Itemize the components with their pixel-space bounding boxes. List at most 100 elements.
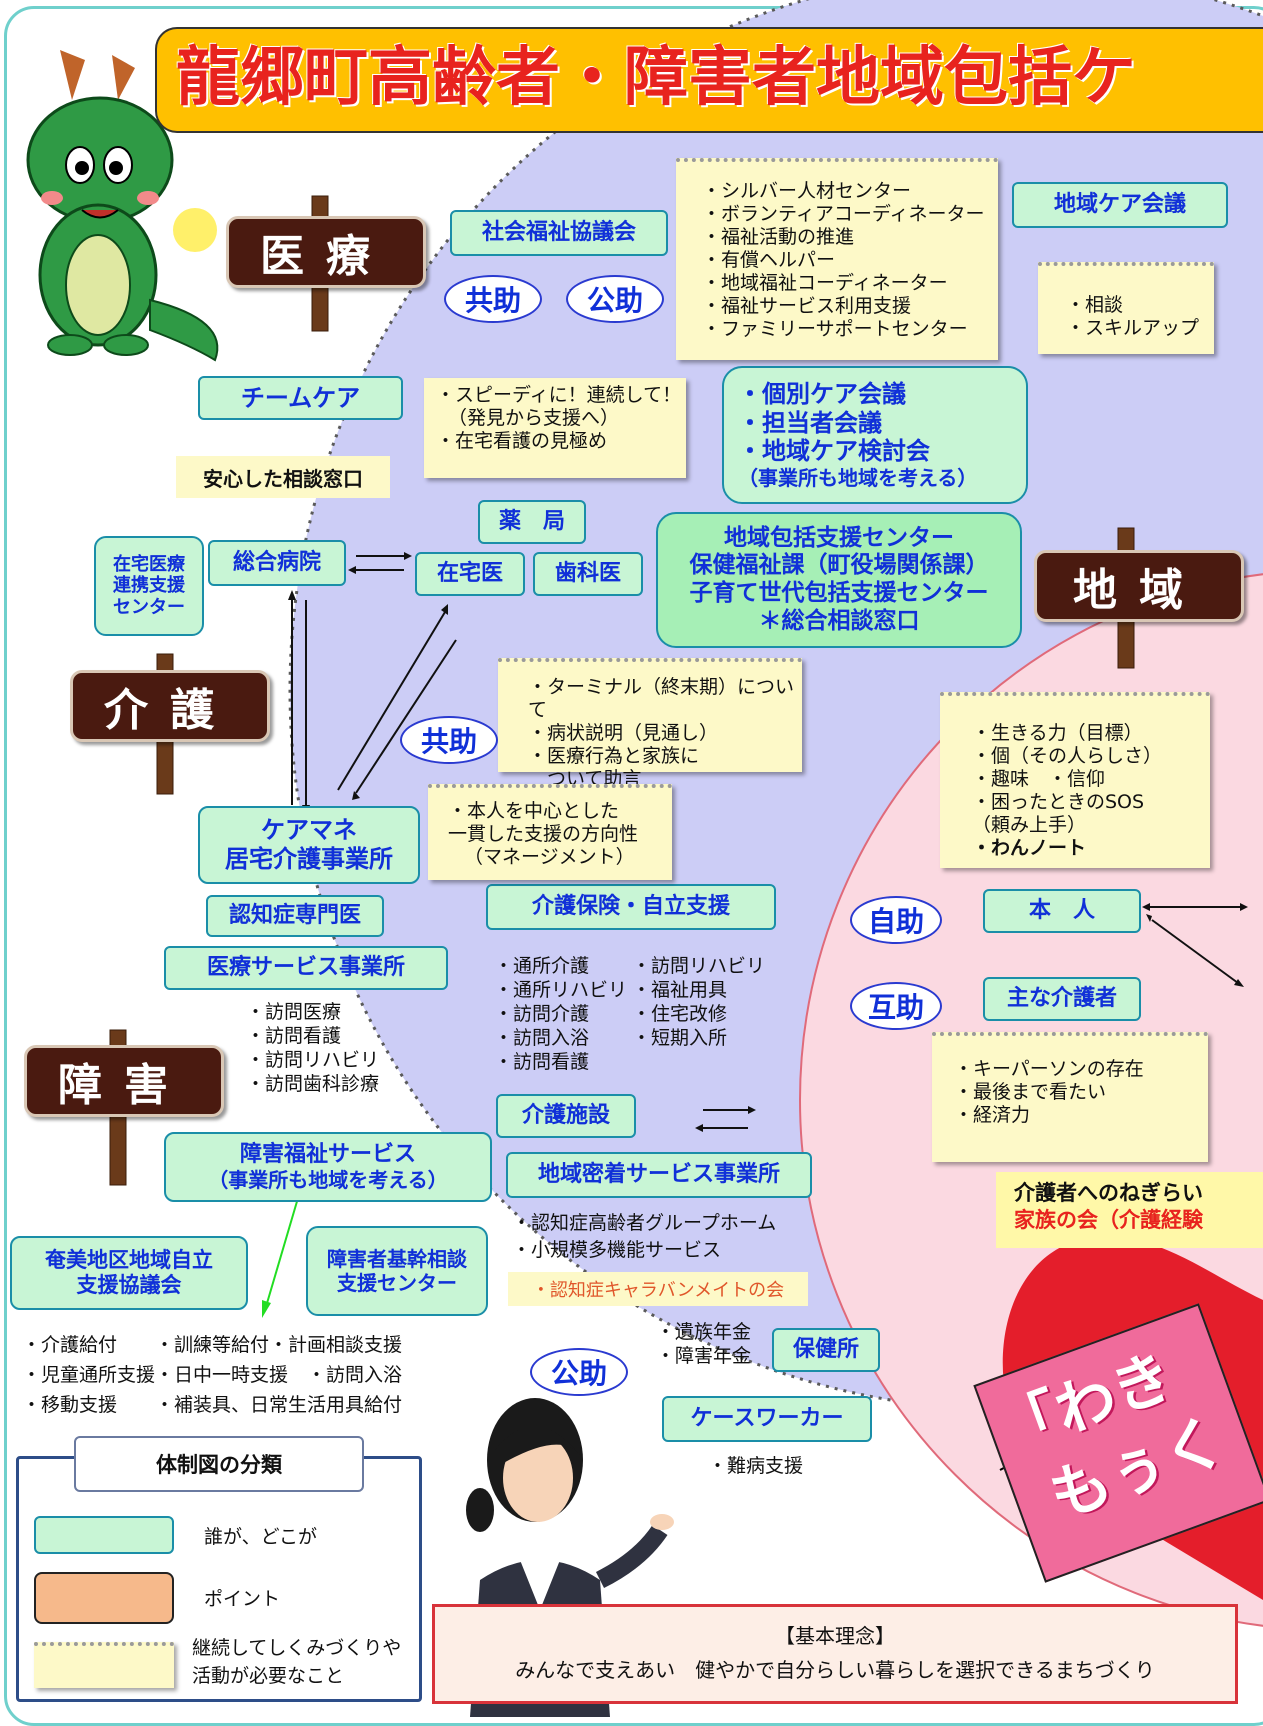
kaigo-item: ・通所介護 bbox=[494, 955, 590, 977]
ninchi-senmon-box: 認知症専門医 bbox=[206, 895, 384, 937]
center-line-1: 地域包括支援センター bbox=[724, 524, 954, 551]
hokenjo-box: 保健所 bbox=[772, 1328, 880, 1372]
kaigo-hoken-box: 介護保険・自立支援 bbox=[486, 884, 776, 930]
speedy-item: （発見から支援へ） bbox=[448, 407, 620, 429]
kobetsu-line-2: ・担当者会議 bbox=[738, 408, 882, 437]
zaitaku-renkei-line-2: 連携支援 bbox=[113, 575, 185, 597]
center-line-3: 子育て世代包括支援センター bbox=[689, 580, 989, 606]
chiiki-care-kaigi-box: 地域ケア会議 bbox=[1012, 182, 1228, 228]
speedy-item: ・在宅看護の見極め bbox=[436, 430, 608, 452]
keyperson-item: ・最後まで看たい bbox=[954, 1081, 1107, 1103]
yakkyoku-box: 薬 局 bbox=[478, 500, 586, 544]
nenkin-list: ・遺族年金 ・障害年金 bbox=[656, 1320, 766, 1368]
kaigosha-box: 主な介護者 bbox=[983, 977, 1141, 1021]
kobetsu-line-3: ・地域ケア検討会 bbox=[738, 437, 930, 466]
silver-item: ・福祉サービス利用支援 bbox=[702, 295, 912, 317]
kaigo-list-col1: ・通所介護 ・通所リハビリ ・訪問介護 ・訪問入浴 ・訪問看護 bbox=[494, 954, 634, 1074]
center-line-4: ＊総合相談窓口 bbox=[758, 607, 920, 634]
shakyo-box: 社会福祉協議会 bbox=[450, 210, 668, 256]
terminal-item: ・医療行為と家族に bbox=[528, 745, 700, 767]
ikiru-item: ・趣味 ・信仰 bbox=[972, 768, 1106, 790]
kyojo-oval-2: 共助 bbox=[400, 716, 498, 764]
sign-chiiki: 地域 bbox=[1034, 550, 1244, 622]
kobetsu-care-box: ・個別ケア会議 ・担当者会議 ・地域ケア検討会 （事業所も地域を考える） bbox=[722, 366, 1028, 504]
page-title: 龍郷町高齢者・障害者地域包括ケ bbox=[176, 41, 1136, 115]
caremane-box: ケアマネ 居宅介護事業所 bbox=[198, 806, 420, 884]
speedy-note: ・スピーディに！連続して！ （発見から支援へ） ・在宅看護の見極め bbox=[424, 378, 686, 478]
caremane-line-2: 居宅介護事業所 bbox=[225, 845, 393, 873]
silver-item: ・地域福祉コーディネーター bbox=[702, 272, 948, 294]
kobetsu-line-4: （事業所も地域を考える） bbox=[738, 466, 978, 491]
zaitaku-renkei-box: 在宅医療 連携支援 センター bbox=[94, 536, 204, 636]
silver-item: ・シルバー人材センター bbox=[702, 180, 912, 202]
anshin-point: 安心した相談窓口 bbox=[176, 456, 390, 498]
dragon-mascot-icon bbox=[26, 50, 219, 362]
legend-label-who: 誰が、どこが bbox=[204, 1526, 318, 1548]
silver-item: ・福祉活動の推進 bbox=[702, 226, 855, 248]
ikiru-item: ・生きる力（目標） bbox=[972, 722, 1143, 744]
kikan-sodan-line-2: 支援センター bbox=[337, 1271, 457, 1295]
nenkin-item: ・遺族年金 bbox=[656, 1321, 752, 1343]
nenkin-item: ・障害年金 bbox=[656, 1345, 752, 1367]
iryo-service-box: 医療サービス事業所 bbox=[164, 946, 448, 990]
sodan-item: ・スキルアップ bbox=[1066, 317, 1200, 339]
silver-note: ・シルバー人材センター ・ボランティアコーディネーター ・福祉活動の推進 ・有償… bbox=[676, 158, 998, 360]
philosophy-title: 【基本理念】 bbox=[775, 1624, 895, 1648]
honnin-chushin-item: 一貫した支援の方向性 bbox=[448, 823, 639, 845]
ikiru-item: （頼み上手） bbox=[972, 814, 1087, 836]
kaigo-item: ・住宅改修 bbox=[632, 1003, 728, 1025]
amami-kyogikai-box: 奄美地区地域自立 支援協議会 bbox=[10, 1236, 248, 1310]
hokatsu-center-box: 地域包括支援センター 保健福祉課（町役場関係課） 子育て世代包括支援センター ＊… bbox=[656, 512, 1022, 648]
keyperson-item: ・経済力 bbox=[954, 1104, 1031, 1126]
kaigo-item: ・訪問リハビリ bbox=[632, 955, 766, 977]
family-line-2: 家族の会（介護経験 bbox=[1014, 1208, 1203, 1232]
honnin-chushin-item: ・本人を中心とした bbox=[448, 800, 620, 822]
silver-item: ・ファミリーサポートセンター bbox=[702, 318, 968, 340]
legend-label-note-line-2: 活動が必要なこと bbox=[192, 1665, 345, 1687]
shogai-fukushi-line-2: （事業所も地域を考える） bbox=[208, 1168, 448, 1193]
legend-label-note: 継続してしくみづくりや 活動が必要なこと bbox=[192, 1634, 412, 1690]
legend-swatch-who bbox=[34, 1516, 174, 1554]
silver-item: ・ボランティアコーディネーター bbox=[702, 203, 985, 225]
kaigo-item: ・福祉用具 bbox=[632, 979, 728, 1001]
micchaku-item: ・小規模多機能サービス bbox=[512, 1239, 722, 1261]
honnin-box: 本 人 bbox=[983, 889, 1141, 933]
kaigo-item: ・訪問看護 bbox=[494, 1051, 590, 1073]
amami-line-1: 奄美地区地域自立 bbox=[45, 1247, 213, 1272]
honnin-chushin-note: ・本人を中心とした 一貫した支援の方向性 （マネージメント） bbox=[428, 784, 672, 880]
legend-label-note-line-1: 継続してしくみづくりや bbox=[192, 1637, 402, 1659]
kobetsu-line-1: ・個別ケア会議 bbox=[738, 379, 906, 408]
terminal-item: ・病状説明（見通し） bbox=[528, 722, 719, 744]
honnin-chushin-item: （マネージメント） bbox=[464, 846, 635, 868]
ikiru-item: ・困ったときのSOS bbox=[972, 791, 1145, 813]
zaitaku-renkei-line-3: センター bbox=[113, 596, 185, 618]
shogai-fukushi-box: 障害福祉サービス （事業所も地域を考える） bbox=[164, 1132, 492, 1202]
legend-swatch-note bbox=[34, 1642, 174, 1688]
sign-iryo: 医療 bbox=[226, 216, 426, 288]
shikai-box: 歯科医 bbox=[533, 552, 643, 596]
shogai-kyufu-item: ・児童通所支援・日中一時支援 ・訪問入浴 bbox=[22, 1364, 403, 1386]
zaitaku-renkei-line-1: 在宅医療 bbox=[113, 553, 185, 575]
title-bar bbox=[155, 27, 1263, 133]
micchaku-item: ・認知症高齢者グループホーム bbox=[512, 1212, 777, 1234]
ikiru-chikara-note: ・生きる力（目標） ・個（その人らしさ） ・趣味 ・信仰 ・困ったときのSOS … bbox=[940, 692, 1210, 868]
micchaku-list: ・認知症高齢者グループホーム ・小規模多機能サービス bbox=[512, 1210, 832, 1264]
kaigo-item: ・短期入所 bbox=[632, 1027, 728, 1049]
iryo-service-item: ・訪問医療 bbox=[246, 1001, 342, 1023]
ikiru-item: ・わんノート bbox=[972, 837, 1087, 859]
shogai-kyufu-list: ・介護給付 ・訓練等給付・計画相談支援 ・児童通所支援・日中一時支援 ・訪問入浴… bbox=[22, 1330, 442, 1420]
philosophy-box: 【基本理念】 みんなで支えあい 健やかで自分らしい暮らしを選択できるまちづくり bbox=[432, 1604, 1238, 1704]
chiiki-micchaku-box: 地域密着サービス事業所 bbox=[506, 1152, 812, 1198]
sodan-item: ・相談 bbox=[1066, 294, 1124, 316]
jijo-oval: 自助 bbox=[850, 896, 942, 944]
silver-item: ・有償ヘルパー bbox=[702, 249, 836, 271]
kyojo-oval-1: 共助 bbox=[444, 275, 542, 323]
kaigo-item: ・通所リハビリ bbox=[494, 979, 628, 1001]
iryo-service-item: ・訪問看護 bbox=[246, 1025, 342, 1047]
team-care-box: チームケア bbox=[198, 376, 403, 420]
kikan-sodan-box: 障害者基幹相談 支援センター bbox=[306, 1226, 488, 1316]
caremane-line-1: ケアマネ bbox=[261, 816, 357, 845]
keyperson-note: ・キーパーソンの存在 ・最後まで看たい ・経済力 bbox=[932, 1032, 1208, 1162]
family-line-1: 介護者へのねぎらい bbox=[1014, 1181, 1203, 1205]
iryo-service-item: ・訪問歯科診療 bbox=[246, 1073, 380, 1095]
